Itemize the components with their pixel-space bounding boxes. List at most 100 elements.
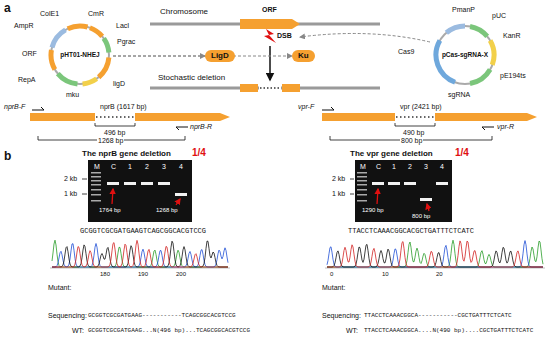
text-label: ligD <box>113 80 125 87</box>
text-label: ORF <box>262 6 277 13</box>
text-label: The vpr gene deletion <box>350 150 433 158</box>
gene-arc <box>490 41 494 65</box>
text-label: nprB-F <box>4 103 25 110</box>
text-label: 20 <box>436 271 443 277</box>
plasmid-backbone <box>51 26 109 84</box>
gel-label: 1 <box>128 163 132 170</box>
text-label: CmR <box>88 10 104 17</box>
plasmid-name: pCas-sgRNA-X <box>442 52 488 59</box>
text-label: LacI <box>116 22 129 29</box>
text-label: pE194ts <box>500 72 526 79</box>
gel-label: C <box>376 163 381 170</box>
text-label: AmpR <box>14 22 33 29</box>
gene-arc <box>90 28 102 37</box>
text-label: vpr-R <box>497 123 514 130</box>
text-label: 1268 bp <box>97 137 124 144</box>
gel-label: 1290 bp <box>362 207 384 213</box>
gel-label: 2 <box>408 163 412 170</box>
text-label: Stochastic deletion <box>158 74 225 82</box>
text-label: 0 <box>330 271 333 277</box>
text-label: pUC <box>492 12 506 19</box>
text-label: mku <box>66 91 79 98</box>
panel-letter: a <box>4 2 11 14</box>
gel-label: 1764 bp <box>99 207 121 213</box>
text-label: 1 kb <box>64 190 77 197</box>
gel-label: 3 <box>424 163 428 170</box>
gel-label: 2 <box>145 163 149 170</box>
text-label: KanR <box>503 32 521 39</box>
text-label: ORF <box>22 50 37 57</box>
gel-label: 800 bp <box>412 213 430 219</box>
panel-letter: b <box>4 150 11 162</box>
protein-box: LigD <box>205 50 235 62</box>
connector <box>113 56 292 57</box>
gel-label: 1 <box>392 163 396 170</box>
plasmid-map: pHT01-NHEJ <box>47 22 113 88</box>
text-label: sgRNA <box>448 91 470 98</box>
sequence-text: TTACCTCAAACGGCA-----------CGCTGATTTCTCAT… <box>364 313 512 319</box>
plasmid-backbone <box>436 26 494 84</box>
gene-arc <box>58 74 78 84</box>
gel-label: 3 <box>162 163 166 170</box>
text-label: 2 kb <box>332 175 345 182</box>
text-label: 800 bp <box>400 137 423 144</box>
gene-arc <box>68 26 88 29</box>
gene-arc <box>436 41 455 83</box>
text-label: Sequencing: <box>48 312 87 319</box>
gene-arc <box>83 79 97 84</box>
gene-arc <box>51 50 55 70</box>
text-label: 1 kb <box>332 190 345 197</box>
sequence-text: TTACCTCAAACGGCA....N(490 bp)....CGCTGATT… <box>364 328 533 334</box>
gene-arc <box>99 58 109 78</box>
chromatogram-trace <box>327 240 543 267</box>
chromatogram-trace <box>327 241 543 267</box>
gene-arc <box>104 38 109 52</box>
gel-label: 4 <box>179 163 183 170</box>
text-label: 190 <box>138 271 148 277</box>
text-label: nprB-R <box>190 123 212 130</box>
text-label: 10 <box>382 271 389 277</box>
text-label: The nprB gene deletion <box>82 150 171 158</box>
gel-label: 4 <box>440 163 444 170</box>
sequence-text: GCGGTCGCGATGAAG-----------TCAGCGGCACGTCC… <box>88 313 236 319</box>
chromatogram-trace <box>52 240 228 267</box>
gene-arc <box>446 26 465 33</box>
sequence-text: TTACCTCAAACGGCACGCTGATTTCTCATC <box>348 228 474 235</box>
text-label: Mutant: <box>48 284 71 291</box>
text-label: 1/4 <box>192 148 206 158</box>
text-label: Sequencing: <box>322 312 361 319</box>
text-label: 200 <box>176 271 186 277</box>
text-label: 180 <box>100 271 110 277</box>
gene-arc <box>470 26 487 36</box>
protein-box: Ku <box>292 50 315 62</box>
sequence-text: GCGGTCGCGATGAAG...N(496 bp)...TCAGCGGCAC… <box>88 328 250 334</box>
sequence-text: GCGGTCGCGATGAAGTCAGCGGCACGTCCG <box>80 228 206 235</box>
text-label: 490 bp <box>403 129 424 136</box>
text-label: 2 kb <box>64 175 77 182</box>
text-label: vpr-F <box>298 103 314 110</box>
text-label: DSB <box>277 32 292 39</box>
chromatogram-trace <box>52 240 228 267</box>
text-label: nprB (1617 bp) <box>100 103 147 110</box>
chromatogram-trace <box>327 241 543 267</box>
text-label: 496 bp <box>104 129 125 136</box>
text-label: ColE1 <box>40 10 59 17</box>
text-label: WT: <box>72 327 84 334</box>
text-label: Pgrac <box>117 38 135 45</box>
text-label: Cas9 <box>398 48 414 55</box>
chromatogram-trace <box>327 244 543 267</box>
plasmid-name: pHT01-NHEJ <box>60 52 99 59</box>
gel-label: M <box>360 163 366 170</box>
chromatogram-trace <box>52 241 228 267</box>
plasmid-map: pCas-sgRNA-X <box>432 22 498 88</box>
text-label: 1/4 <box>455 148 469 158</box>
text-label: Mutant: <box>322 284 345 291</box>
text-label: WT: <box>346 327 358 334</box>
gel-label: M <box>94 163 100 170</box>
gel-label: 1268 bp <box>156 207 178 213</box>
gene-arc <box>52 30 66 48</box>
text-label: RepA <box>18 76 36 83</box>
protein-name: Ku <box>298 52 309 60</box>
text-label: vpr (2421 bp) <box>400 103 442 110</box>
gel-label: C <box>111 163 116 170</box>
